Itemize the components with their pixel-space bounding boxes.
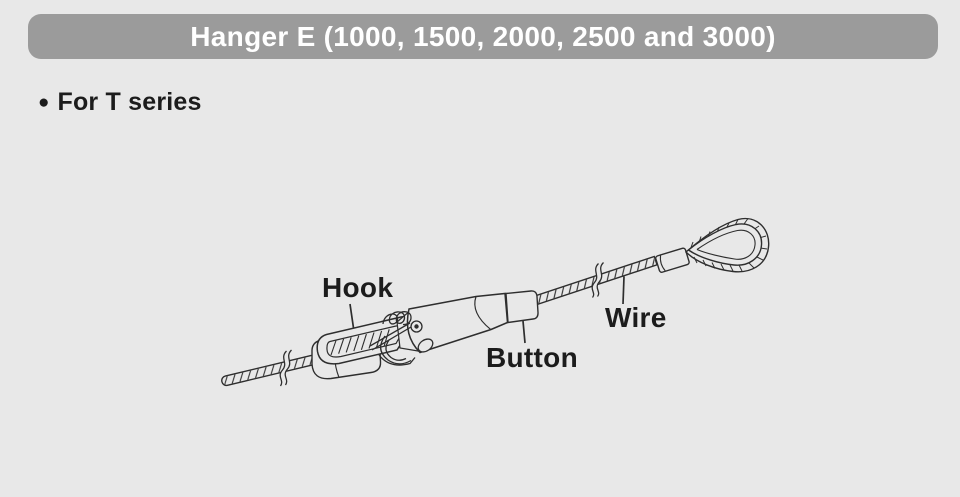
label-button: Button: [486, 342, 578, 373]
series-label: For T series: [57, 88, 202, 116]
adjuster-button: [505, 290, 539, 324]
wire-break-left: [279, 348, 292, 387]
barrel: [396, 292, 509, 354]
ferrule: [655, 247, 690, 273]
hook-gate: [369, 311, 434, 366]
label-hook: Hook: [322, 272, 394, 303]
hook-loop: [316, 315, 414, 365]
page-title: Hanger E (1000, 1500, 2000, 2500 and 300…: [190, 21, 776, 52]
left-wire: [221, 354, 318, 387]
thimble: [684, 217, 770, 273]
bullet-icon: ●: [38, 91, 50, 113]
title-bar: Hanger E (1000, 1500, 2000, 2500 and 300…: [28, 14, 938, 59]
leader-lines: [349, 276, 625, 344]
wire-break-right: [591, 261, 604, 300]
label-wire: Wire: [605, 302, 667, 333]
series-note: ● For T series: [38, 88, 202, 117]
